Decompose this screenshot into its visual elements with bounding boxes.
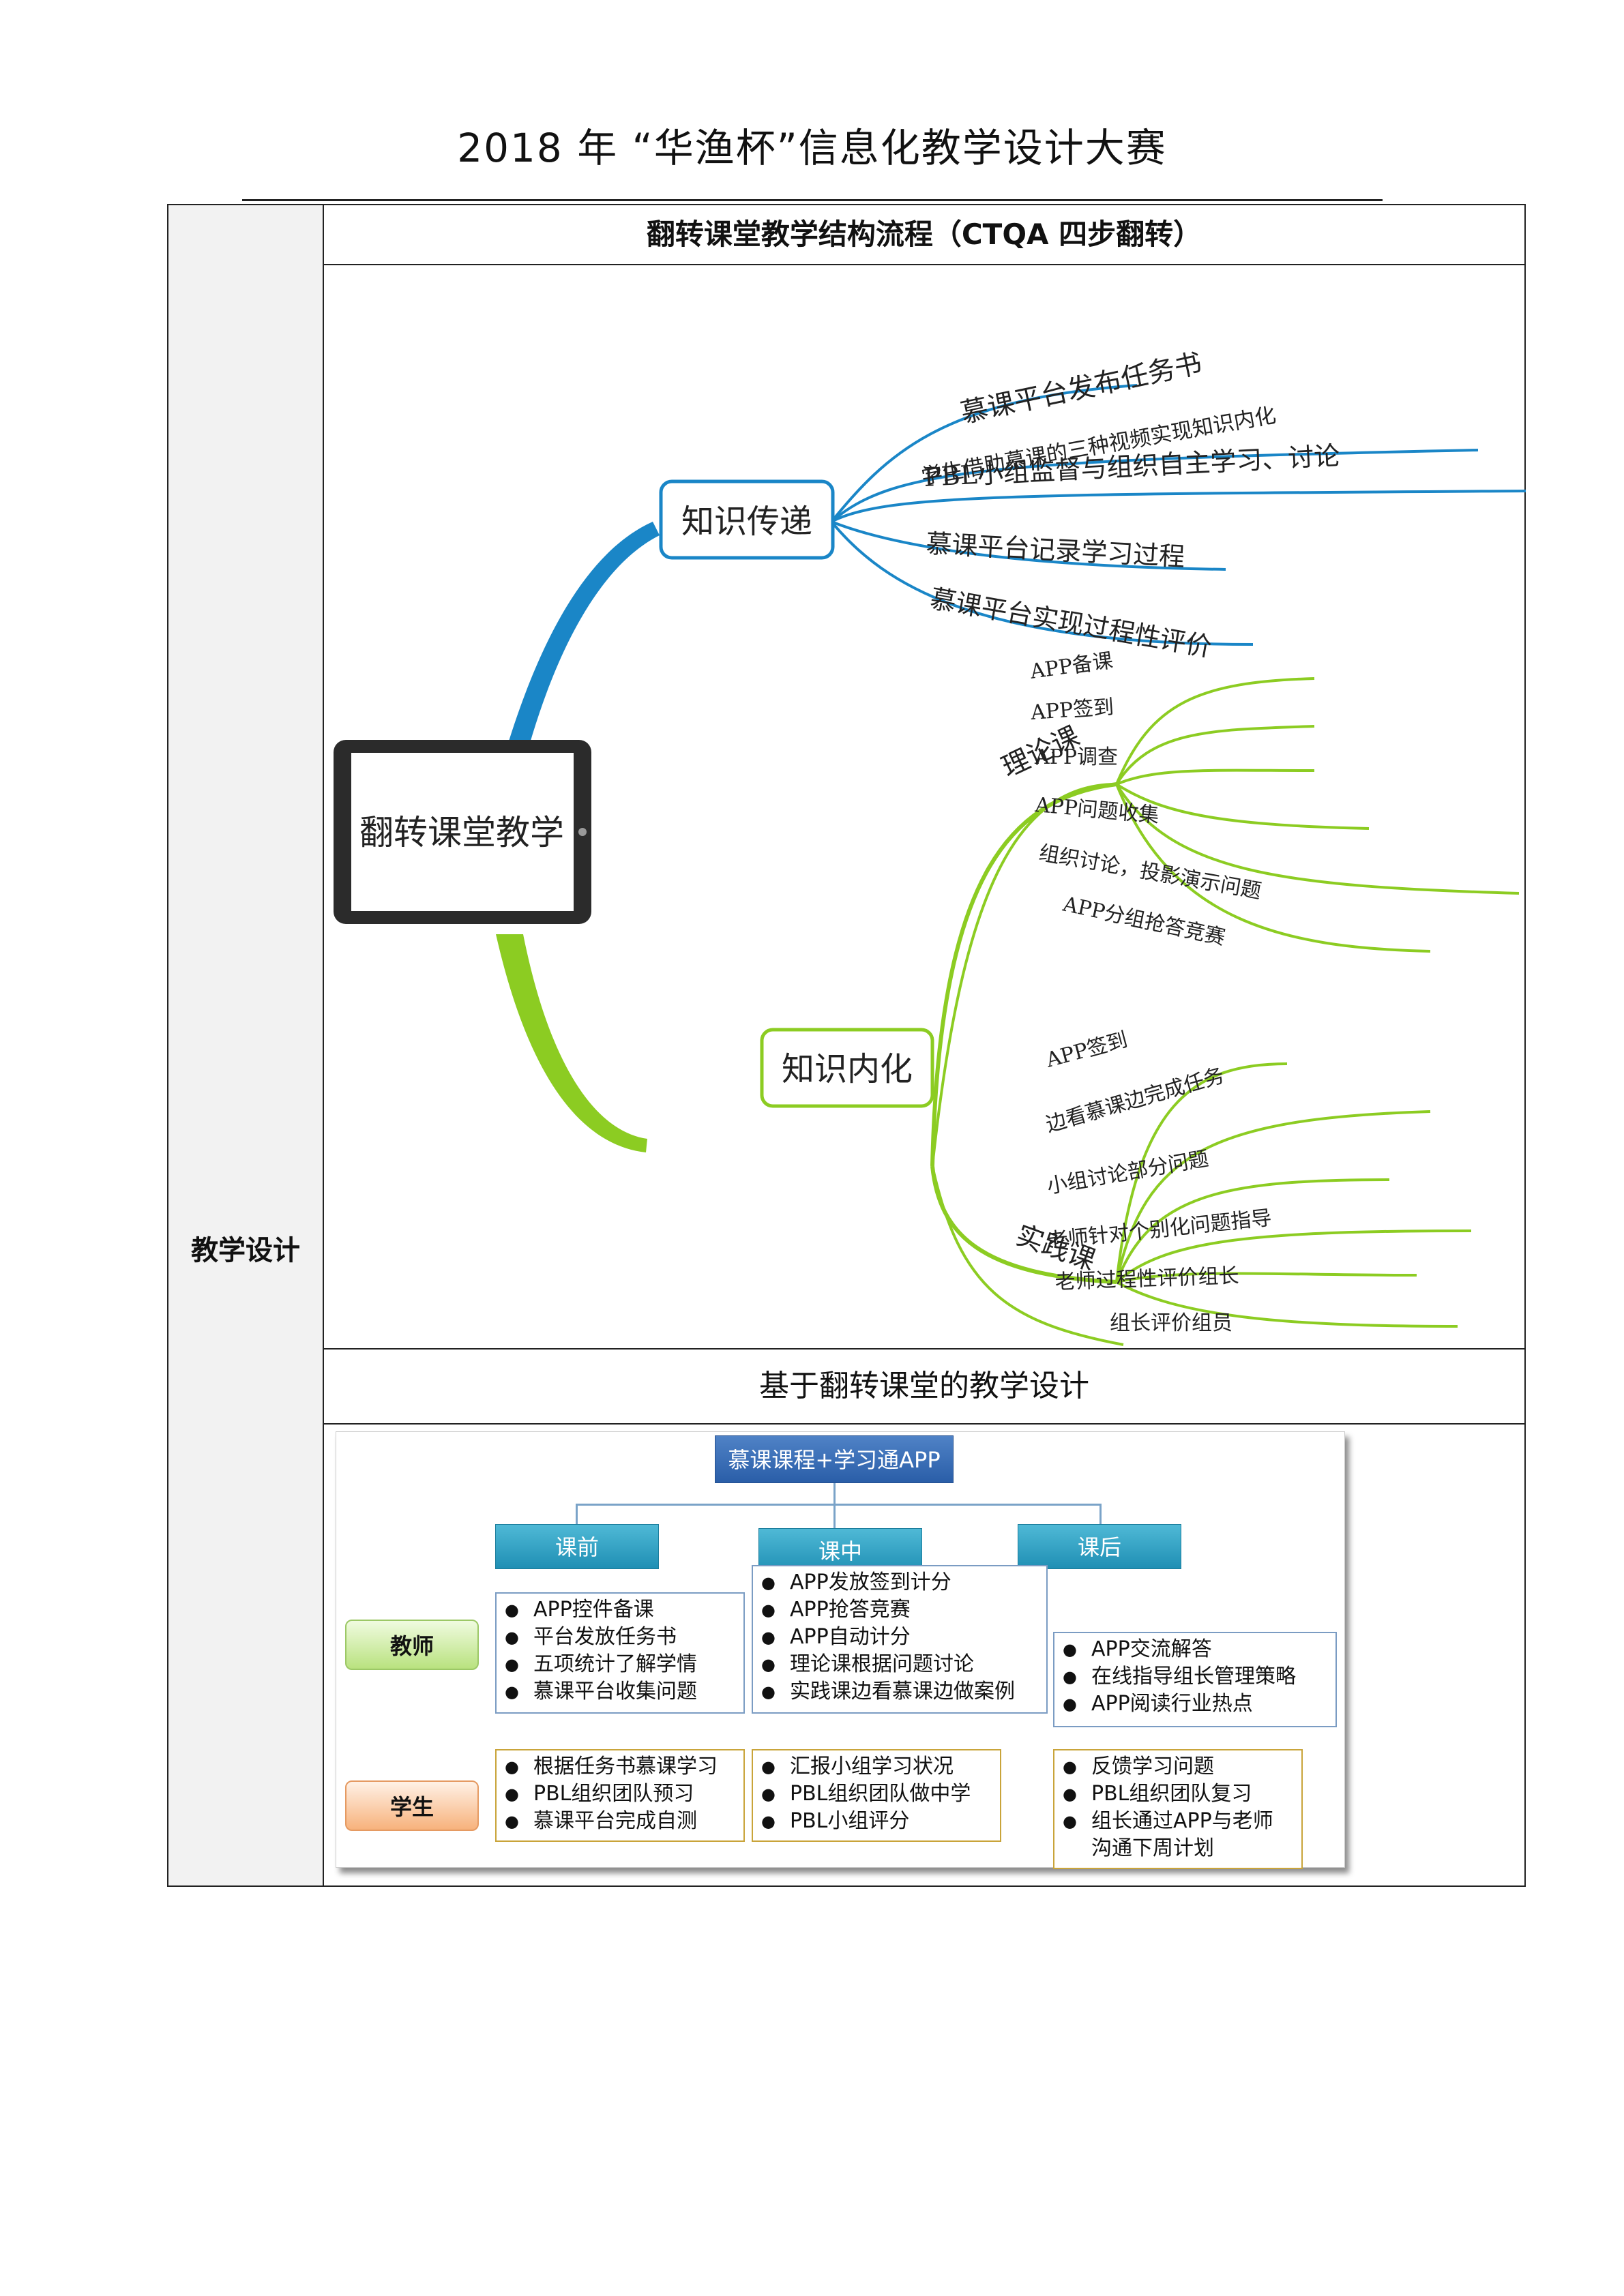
- tablet-screen: [351, 753, 574, 911]
- list-item: 实践课边看慕课边做案例: [760, 1678, 1039, 1705]
- list-item: 根据任务书慕课学习: [503, 1753, 737, 1780]
- leaf-line-theory-2: [1115, 725, 1315, 786]
- phase-after-class: 课后: [1018, 1524, 1181, 1569]
- branch-node-transfer: 知识传递: [659, 479, 835, 560]
- connector-line: [576, 1504, 578, 1524]
- green-theory-connector: [930, 782, 1117, 1167]
- leaf-practice-3: 小组讨论部分问题: [1045, 1147, 1210, 1199]
- branch-label-internalize: 知识内化: [782, 1050, 913, 1088]
- center-node: 翻转课堂教学: [334, 740, 591, 924]
- role-teacher: 教师: [345, 1620, 479, 1670]
- leaf-theory-1: APP备课: [1028, 648, 1114, 684]
- branch-label-transfer: 知识传递: [681, 503, 812, 541]
- branch-box-internalize: [760, 1028, 934, 1108]
- leaf-line-practice-1: [1115, 1062, 1288, 1283]
- mindmap: 翻转课堂教学 知识传递 知识内化 理论课 实践课 慕课平台发布任务书 学生借助慕…: [334, 348, 1526, 1346]
- list-item: 平台发放任务书: [503, 1624, 737, 1651]
- title-underline: [242, 199, 1383, 201]
- list-item: APP控件备课: [503, 1596, 737, 1624]
- branch-box-transfer: [659, 479, 835, 560]
- list-item: APP阅读行业热点: [1061, 1690, 1329, 1718]
- list-item: PBL小组评分: [760, 1808, 993, 1835]
- row-divider: [324, 1348, 1524, 1350]
- phase-before-class: 课前: [495, 1524, 659, 1569]
- leaf-practice-1: APP签到: [1043, 1028, 1130, 1073]
- list-item: 反馈学习问题: [1061, 1753, 1295, 1780]
- leaf-theory-3: APP调查: [1034, 745, 1118, 769]
- branch-green-stem: [496, 934, 647, 1152]
- leaf-line-theory-1: [1115, 677, 1315, 785]
- list-item: 五项统计了解学情: [503, 1651, 737, 1678]
- green-sub-connector: [930, 1165, 1117, 1284]
- leaf-theory-2: APP签到: [1029, 696, 1114, 725]
- leaf-practice-4: 老师针对个别化问题指导: [1046, 1206, 1273, 1253]
- leaf-practice-6: 组长评价组员: [1110, 1311, 1232, 1335]
- connector-line: [576, 1504, 1101, 1506]
- side-column: 教学设计: [168, 205, 324, 1885]
- list-item: APP交流解答: [1061, 1636, 1329, 1663]
- list-item: 组长通过APP与老师: [1061, 1808, 1295, 1835]
- list-item: 沟通下周计划: [1091, 1836, 1214, 1860]
- leaf-line-blue-2: [830, 449, 1479, 523]
- student-after-cell: 反馈学习问题 PBL组织团队复习 组长通过APP与老师 沟通下周计划: [1053, 1749, 1303, 1869]
- row-divider: [324, 264, 1524, 265]
- leaf-line-practice-6: [1116, 1281, 1458, 1328]
- platform-header: 慕课课程+学习通APP: [715, 1435, 954, 1483]
- teacher-in-class-cell: APP发放签到计分 APP抢答竞赛 APP自动计分 理论课根据问题讨论 实践课边…: [752, 1565, 1048, 1714]
- student-before-cell: 根据任务书慕课学习 PBL组织团队预习 慕课平台完成自测: [495, 1749, 745, 1842]
- connector-line: [1099, 1504, 1102, 1524]
- branch-node-internalize: 知识内化: [760, 1028, 934, 1108]
- section-title-structure: 翻转课堂教学结构流程（CTQA 四步翻转）: [646, 218, 1202, 251]
- list-item: 汇报小组学习状况: [760, 1753, 993, 1780]
- role-student: 学生: [345, 1780, 479, 1831]
- row-divider: [324, 1423, 1524, 1425]
- leaf-transfer-4: 慕课平台记录学习过程: [926, 528, 1186, 572]
- leaf-practice-2: 边看慕课边完成任务: [1044, 1064, 1227, 1137]
- flowchart: 慕课课程+学习通APP 课前 课中 课后 教师 学生 APP控件备课 平台发放任…: [336, 1431, 1345, 1869]
- center-node-label: 翻转课堂教学: [359, 813, 564, 852]
- leaf-line-blue-4: [831, 520, 1226, 571]
- connector-line: [833, 1483, 836, 1528]
- leaf-line-blue-3: [831, 490, 1526, 523]
- knowledge-transfer-leaves: [830, 384, 1526, 646]
- section-title-design: 基于翻转课堂的教学设计: [759, 1369, 1089, 1403]
- internalization-leaves: [931, 677, 1520, 1346]
- page-title: 2018 年 “华渔杯”信息化教学设计大赛: [457, 125, 1167, 171]
- list-item: 在线指导组长管理策略: [1061, 1663, 1329, 1690]
- list-item: 理论课根据问题讨论: [760, 1651, 1039, 1678]
- teacher-before-cell: APP控件备课 平台发放任务书 五项统计了解学情 慕课平台收集问题: [495, 1592, 745, 1714]
- side-label: 教学设计: [191, 1235, 300, 1266]
- list-item: APP自动计分: [760, 1624, 1039, 1651]
- leaf-line-theory-5: [1115, 783, 1520, 895]
- list-item: PBL组织团队做中学: [760, 1780, 993, 1808]
- list-item: PBL组织团队预习: [503, 1780, 737, 1808]
- list-item: APP抢答竞赛: [760, 1596, 1039, 1624]
- leaf-transfer-5: 慕课平台实现过程性评价: [928, 584, 1213, 663]
- leaf-line-blue-1: [830, 384, 1138, 523]
- leaf-line-practice-2: [1115, 1110, 1431, 1283]
- teacher-after-cell: APP交流解答 在线指导组长管理策略 APP阅读行业热点: [1053, 1632, 1337, 1727]
- design-table: 教学设计 翻转课堂教学结构流程（CTQA 四步翻转）: [167, 204, 1526, 1887]
- leaf-line-practice-5: [1116, 1272, 1417, 1283]
- leaf-line-blue-5: [830, 520, 1254, 646]
- leaf-line-theory-6: [1115, 784, 1431, 953]
- leaf-line-theory-3: [1116, 769, 1315, 786]
- list-item: 慕课平台收集问题: [503, 1678, 737, 1705]
- leaf-line-practice-3: [1115, 1178, 1390, 1283]
- list-item: 慕课平台完成自测: [503, 1808, 737, 1835]
- tablet-button: [578, 828, 587, 836]
- leaf-transfer-1: 慕课平台发布任务书: [958, 348, 1205, 430]
- list-item: APP发放签到计分: [760, 1569, 1039, 1596]
- student-in-class-cell: 汇报小组学习状况 PBL组织团队做中学 PBL小组评分: [752, 1749, 1001, 1842]
- leaf-line-theory-4: [1115, 783, 1370, 830]
- leaf-line-practice-4: [1115, 1229, 1472, 1283]
- list-item: PBL组织团队复习: [1061, 1780, 1295, 1808]
- leaf-theory-6: APP分组抢答竞赛: [1060, 892, 1227, 950]
